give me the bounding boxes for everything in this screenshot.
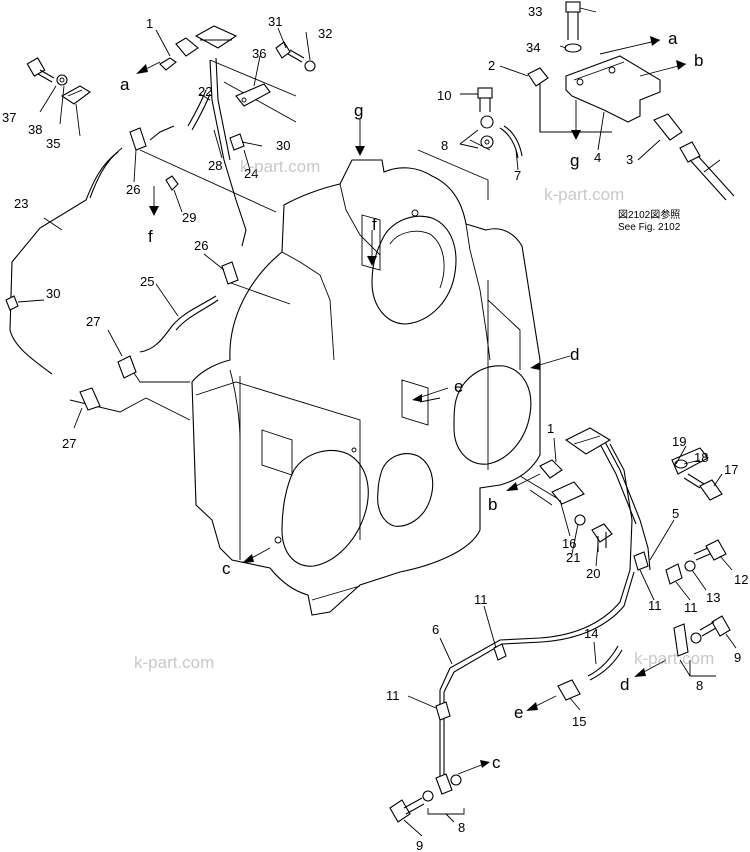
label-part-29: 29 [182, 210, 196, 225]
label-part-27-bottom: 27 [62, 436, 76, 451]
label-part-25: 25 [140, 274, 154, 289]
label-part-12: 12 [734, 572, 748, 587]
label-part-34: 34 [526, 40, 540, 55]
label-part-36: 36 [252, 46, 266, 61]
letter-a-left: a [120, 75, 130, 94]
figure-ref-line-2: See Fig. 2102 [618, 222, 681, 233]
letter-e-bottom: e [514, 703, 523, 722]
label-part-38: 38 [28, 122, 42, 137]
transmission-case [191, 159, 541, 616]
label-part-8-top: 8 [441, 138, 448, 153]
label-part-35: 35 [46, 136, 60, 151]
letter-e-case: e [454, 377, 463, 396]
label-part-13: 13 [706, 590, 720, 605]
letter-g-right: g [570, 151, 579, 170]
label-part-9-bottom: 9 [416, 838, 423, 852]
pipe-25 [139, 295, 217, 353]
figure-ref-line-1: 図2102図参照 [618, 208, 680, 221]
letter-d-case: d [570, 345, 579, 364]
watermark-left: k-part.com [134, 653, 214, 672]
label-part-20: 20 [586, 566, 600, 581]
label-part-32: 32 [318, 26, 332, 41]
label-part-26-top: 26 [126, 182, 140, 197]
watermarks: k-part.com k-part.com k-part.com k-part.… [134, 157, 714, 672]
label-part-33: 33 [528, 4, 542, 19]
label-part-30-left: 30 [46, 286, 60, 301]
letter-a-right: a [668, 29, 678, 48]
label-part-1-bottom: 1 [547, 421, 554, 436]
label-part-22: 22 [198, 84, 212, 99]
pipe-23 [9, 151, 119, 375]
label-part-14: 14 [584, 626, 598, 641]
letter-b-top: b [694, 51, 703, 70]
figure-reference-note: 図2102図参照 See Fig. 2102 [618, 208, 681, 233]
label-part-1-top: 1 [146, 16, 153, 31]
letter-f-case: f [372, 215, 377, 234]
label-part-28: 28 [208, 158, 222, 173]
label-part-3: 3 [626, 152, 633, 167]
label-part-8-bottom: 8 [458, 820, 465, 835]
label-part-24: 24 [244, 166, 258, 181]
pipes [9, 57, 651, 778]
label-part-7: 7 [514, 168, 521, 183]
label-part-23: 23 [14, 196, 28, 211]
watermark-bottom-right: k-part.com [634, 649, 714, 668]
parts [5, 1, 735, 823]
label-part-2: 2 [488, 58, 495, 73]
label-part-31: 31 [268, 14, 282, 29]
label-part-18: 18 [694, 450, 708, 465]
label-part-11-d: 11 [386, 688, 400, 703]
label-part-11-b: 11 [684, 600, 698, 615]
label-part-16: 16 [562, 536, 576, 551]
watermark-right: k-part.com [544, 185, 624, 204]
label-part-30-top: 30 [276, 138, 290, 153]
letter-b-bottom: b [488, 495, 497, 514]
label-part-37: 37 [2, 110, 16, 125]
label-part-19: 19 [672, 434, 686, 449]
label-part-8-right: 8 [696, 678, 703, 693]
label-part-4: 4 [594, 150, 601, 165]
letter-f-left: f [148, 227, 153, 246]
label-part-9-right: 9 [734, 650, 741, 665]
label-part-21: 21 [566, 550, 580, 565]
letter-c-left: c [222, 559, 231, 578]
label-part-15: 15 [572, 714, 586, 729]
letter-d-bottom: d [620, 675, 629, 694]
bolt-37 [26, 57, 55, 83]
pipe-5 [603, 439, 651, 571]
direction-letter-labels: a a b b c c d d e e f f g g [120, 29, 703, 772]
letter-g-case: g [354, 101, 363, 120]
label-part-26-mid: 26 [194, 238, 208, 253]
label-part-11-a: 11 [648, 598, 662, 613]
direction-arrows [136, 36, 721, 775]
label-part-17: 17 [724, 462, 738, 477]
label-part-10: 10 [437, 88, 451, 103]
leader-lines [17, 7, 737, 837]
label-part-11-c: 11 [474, 592, 488, 607]
label-part-5: 5 [672, 506, 679, 521]
label-part-27-mid: 27 [86, 314, 100, 329]
watermark-top: k-part.com [240, 157, 320, 176]
letter-c-bottom: c [492, 753, 501, 772]
pipe-6 [439, 443, 633, 691]
part-number-labels: 1 1 2 3 4 5 6 7 8 8 8 9 9 10 11 11 11 11… [2, 4, 748, 852]
label-part-6: 6 [432, 622, 439, 637]
